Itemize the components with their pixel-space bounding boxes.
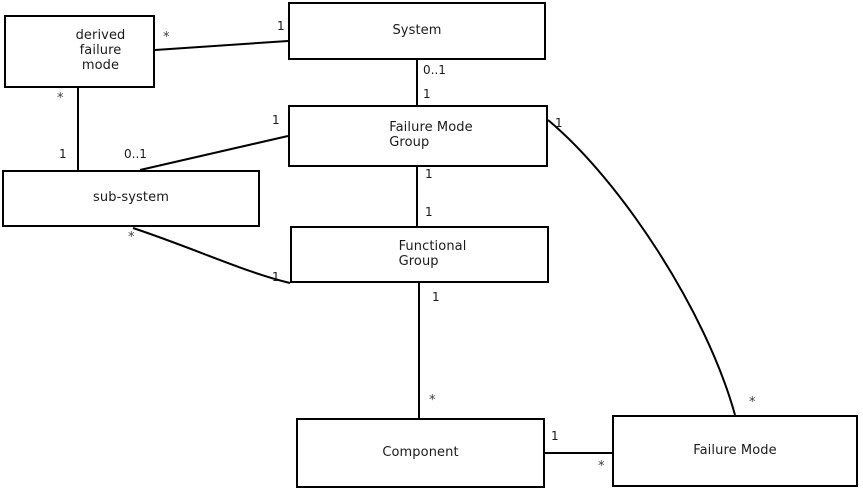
multiplicity-label: 1 <box>59 147 67 161</box>
class-label-sub-system: sub-system <box>93 190 169 206</box>
multiplicity-label: 1 <box>272 113 280 127</box>
class-label-failure-mode: Failure Mode <box>693 442 777 458</box>
multiplicity-label: 1 <box>423 87 431 101</box>
class-box-functional-group[interactable]: Functional Group <box>290 226 549 283</box>
association-line-sub-system-failure-mode-group[interactable] <box>139 135 289 171</box>
multiplicity-label: * <box>128 230 135 245</box>
multiplicity-label: 1 <box>551 429 559 443</box>
multiplicity-label: 1 <box>425 205 433 219</box>
class-box-failure-mode[interactable]: Failure Mode <box>612 415 858 487</box>
association-line-failure-mode-group-failure-mode[interactable] <box>547 119 736 416</box>
multiplicity-label: * <box>163 30 170 45</box>
multiplicity-label: * <box>749 395 756 410</box>
multiplicity-label: 0..1 <box>124 147 147 161</box>
multiplicity-label: 0..1 <box>423 63 446 77</box>
class-box-sub-system[interactable]: sub-system <box>2 170 260 227</box>
class-label-system: System <box>392 22 442 38</box>
class-label-derived-failure-mode: derived failure mode <box>75 28 126 73</box>
multiplicity-label: 1 <box>272 270 280 284</box>
multiplicity-label: 1 <box>425 167 433 181</box>
multiplicity-label: * <box>429 393 436 408</box>
class-box-system[interactable]: System <box>288 2 546 60</box>
multiplicity-label: 1 <box>277 19 285 33</box>
class-label-functional-group: Functional Group <box>398 238 467 269</box>
association-line-derived-failure-mode-system[interactable] <box>154 40 289 51</box>
class-box-component[interactable]: Component <box>296 418 545 488</box>
multiplicity-label: * <box>57 91 64 106</box>
class-box-failure-mode-group[interactable]: Failure Mode Group <box>288 105 548 167</box>
class-label-failure-mode-group: Failure Mode Group <box>389 120 473 150</box>
multiplicity-label: * <box>598 459 605 474</box>
multiplicity-label: 1 <box>555 116 563 130</box>
class-box-derived-failure-mode[interactable]: derived failure mode <box>4 15 155 88</box>
association-line-sub-system-functional-group[interactable] <box>132 227 291 284</box>
multiplicity-label: 1 <box>432 290 440 304</box>
class-label-component: Component <box>382 444 459 460</box>
